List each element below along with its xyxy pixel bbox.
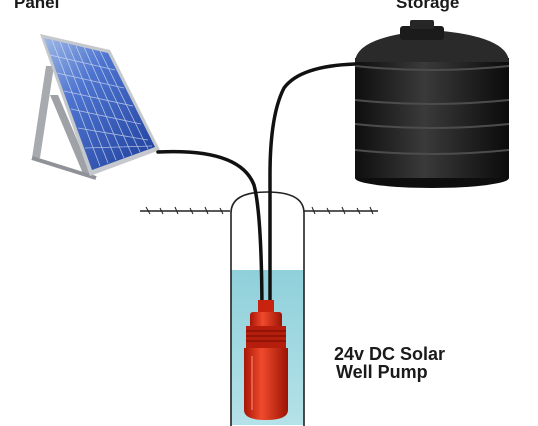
pipes xyxy=(156,62,357,322)
power-cable xyxy=(156,149,264,322)
solar-panel xyxy=(31,34,160,180)
panel-grid xyxy=(49,39,153,167)
storage-label: Storage xyxy=(396,0,460,12)
pump-label-line-1: 24v DC Solar xyxy=(334,344,446,364)
panel-stand-base xyxy=(31,156,97,180)
well-casing xyxy=(230,191,305,426)
panel-stand-leg xyxy=(32,66,54,158)
ground-line xyxy=(140,206,378,215)
well-pump xyxy=(244,300,288,420)
panel-label: Panel xyxy=(14,0,60,12)
panel-stand-leg xyxy=(50,95,92,176)
pump-label: 24v DC Solar Well Pump xyxy=(334,345,445,381)
water-pipe xyxy=(268,62,357,322)
pump-label-line-2: Well Pump xyxy=(336,362,428,382)
storage-tank xyxy=(354,20,510,188)
